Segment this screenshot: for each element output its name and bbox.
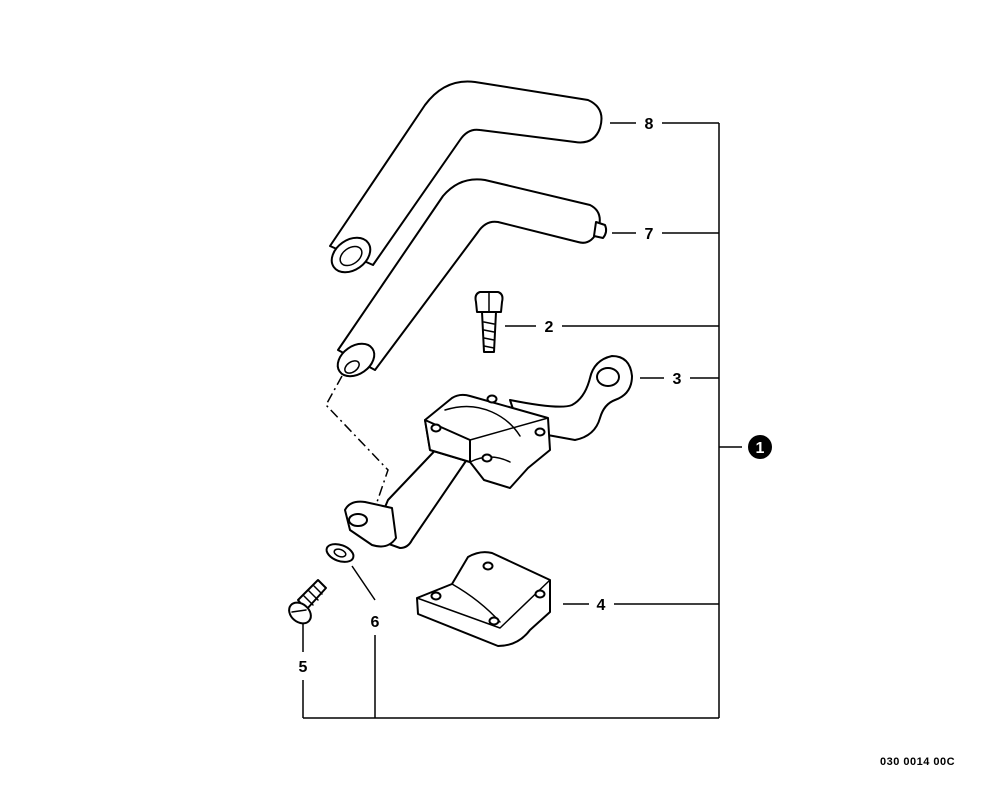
callout-2: 2: [545, 319, 554, 336]
washer: [325, 543, 355, 563]
assembly-number: 1: [756, 440, 765, 457]
handle-tube-lower: [336, 178, 608, 378]
callout-4: 4: [597, 597, 606, 614]
handle-tube-upper: [329, 80, 603, 274]
assembly-badge: 1: [748, 435, 772, 459]
handle-bracket: [344, 355, 633, 549]
callout-3: 3: [673, 371, 682, 388]
reference-code: 030 0014 00C: [880, 756, 956, 768]
lower-clamp: [416, 551, 551, 647]
screw-upper: [474, 291, 504, 353]
callout-5: 5: [299, 659, 308, 676]
callout-6: 6: [371, 614, 380, 631]
assembly-centerline: [325, 375, 389, 506]
callout-8: 8: [645, 116, 654, 133]
callout-7: 7: [645, 226, 654, 243]
screw-lower: [288, 579, 327, 625]
leader-lines: [302, 122, 742, 719]
